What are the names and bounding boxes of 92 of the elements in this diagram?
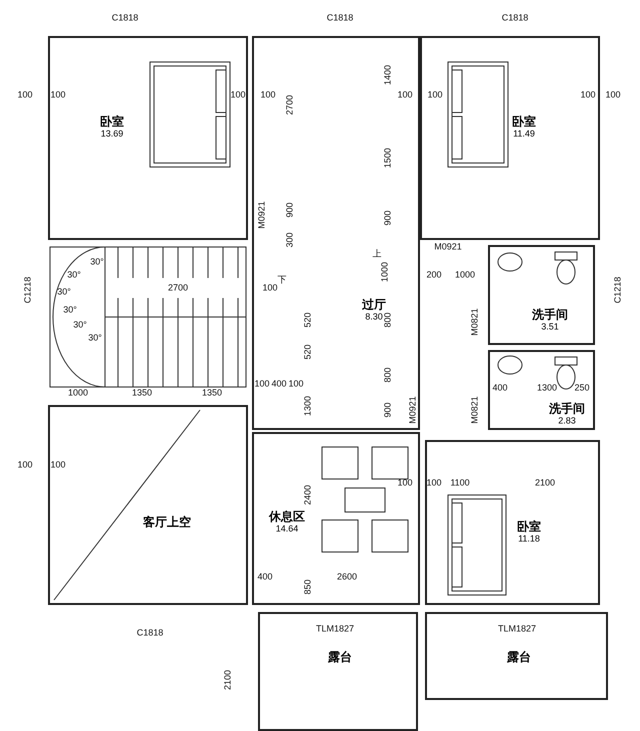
- dimension-text: 1000: [454, 270, 476, 280]
- room-outline: [425, 440, 600, 605]
- dimension-text: 250: [574, 384, 590, 392]
- dimension-text: 900: [286, 202, 294, 218]
- opening-code: C1818: [112, 14, 138, 22]
- dimension-text: 1350: [202, 388, 222, 398]
- dimension-text: 1400: [384, 64, 392, 86]
- room-name: 洗手间: [532, 307, 568, 322]
- room-area: 11.18: [517, 534, 541, 545]
- dimension-text: 100: [254, 380, 270, 388]
- dimension-text: 2700: [168, 284, 188, 292]
- dimension-text: 520: [304, 344, 312, 360]
- dimension-text: 900: [384, 210, 392, 226]
- dimension-text: 850: [304, 579, 312, 595]
- stair-direction-text: 上: [372, 250, 382, 258]
- room-outline: [252, 36, 420, 430]
- room-outline: [48, 405, 248, 605]
- room-outline: [425, 612, 608, 700]
- opening-code: C1818: [502, 14, 528, 22]
- dimension-text: 100: [230, 90, 246, 100]
- dimension-text: 1000: [68, 388, 88, 398]
- dimension-text: 100: [397, 478, 413, 488]
- stair-direction-text: 下: [278, 276, 286, 284]
- opening-code: M0821: [470, 396, 480, 424]
- dimension-text: 800: [384, 312, 392, 328]
- opening-code: C1818: [136, 628, 164, 638]
- opening-code: TLM1827: [316, 624, 354, 634]
- opening-code: M0921: [258, 201, 266, 229]
- angle-text: 30°: [57, 288, 71, 296]
- opening-code: C1218: [24, 276, 32, 304]
- room-name: 露台: [328, 650, 352, 664]
- dimension-text: 400: [257, 572, 273, 582]
- dimension-text: 100: [427, 90, 443, 100]
- dimension-text: 1100: [450, 478, 470, 488]
- dimension-text: 1500: [384, 148, 392, 168]
- room-name: 客厅上空: [143, 514, 191, 530]
- dimension-text: 2100: [224, 670, 232, 690]
- dimension-text: 100: [426, 478, 442, 488]
- dimension-text: 100: [50, 90, 66, 100]
- dimension-text: 400: [271, 380, 287, 388]
- room-area: 14.64: [269, 524, 305, 535]
- dimension-text: 300: [286, 232, 294, 248]
- dimension-text: 100: [605, 90, 621, 100]
- dimension-text: 800: [384, 367, 392, 383]
- angle-text: 30°: [67, 270, 81, 280]
- dimension-text: 2100: [534, 478, 556, 488]
- dimension-text: 100: [17, 90, 33, 100]
- dimension-text: 1300: [536, 384, 558, 392]
- dimension-text: 1300: [304, 396, 312, 416]
- dimension-text: 1000: [380, 262, 390, 282]
- dimension-text: 1350: [132, 388, 152, 398]
- room-name: 洗手间: [549, 401, 585, 416]
- dimension-text: 100: [17, 460, 33, 470]
- angle-text: 30°: [63, 306, 77, 314]
- room-area: 11.49: [512, 128, 536, 140]
- room-outline: [420, 36, 600, 240]
- room-name: 卧室: [517, 519, 541, 534]
- room-outline: [252, 432, 420, 605]
- room-area: 3.51: [532, 322, 568, 333]
- room-outline: [488, 245, 595, 345]
- dimension-text: 200: [426, 270, 442, 280]
- angle-text: 30°: [88, 334, 102, 342]
- opening-code: C1818: [326, 14, 354, 22]
- dimension-text: 520: [304, 312, 312, 328]
- dimension-text: 100: [397, 90, 413, 100]
- opening-code: M0921: [434, 242, 462, 252]
- dimension-text: 2700: [286, 94, 294, 116]
- dimension-text: 2400: [304, 484, 312, 506]
- room-area: 13.69: [100, 128, 124, 140]
- room-outline: [488, 350, 595, 430]
- room-outline: [258, 612, 418, 731]
- angle-text: 30°: [73, 320, 87, 330]
- dimension-text: 100: [50, 460, 66, 470]
- room-name: 露台: [507, 650, 531, 664]
- room-name: 休息区: [269, 509, 305, 524]
- dimension-text: 900: [384, 402, 392, 418]
- room-outline: [48, 36, 248, 240]
- room-name: 卧室: [100, 114, 124, 129]
- opening-code: C1218: [614, 276, 622, 304]
- dimension-text: 100: [288, 380, 304, 388]
- dimension-text: 400: [492, 384, 508, 392]
- opening-code: M0921: [408, 396, 418, 424]
- room-area: 2.83: [549, 416, 585, 427]
- dimension-text: 100: [262, 284, 278, 292]
- dimension-text: 100: [580, 90, 596, 100]
- dimension-text: 100: [260, 90, 276, 100]
- angle-text: 30°: [90, 258, 104, 266]
- opening-code: M0821: [470, 308, 480, 336]
- opening-code: TLM1827: [498, 624, 536, 634]
- dimension-text: 2600: [336, 572, 358, 582]
- room-name: 卧室: [512, 114, 536, 129]
- room-name: 过厅: [362, 297, 386, 312]
